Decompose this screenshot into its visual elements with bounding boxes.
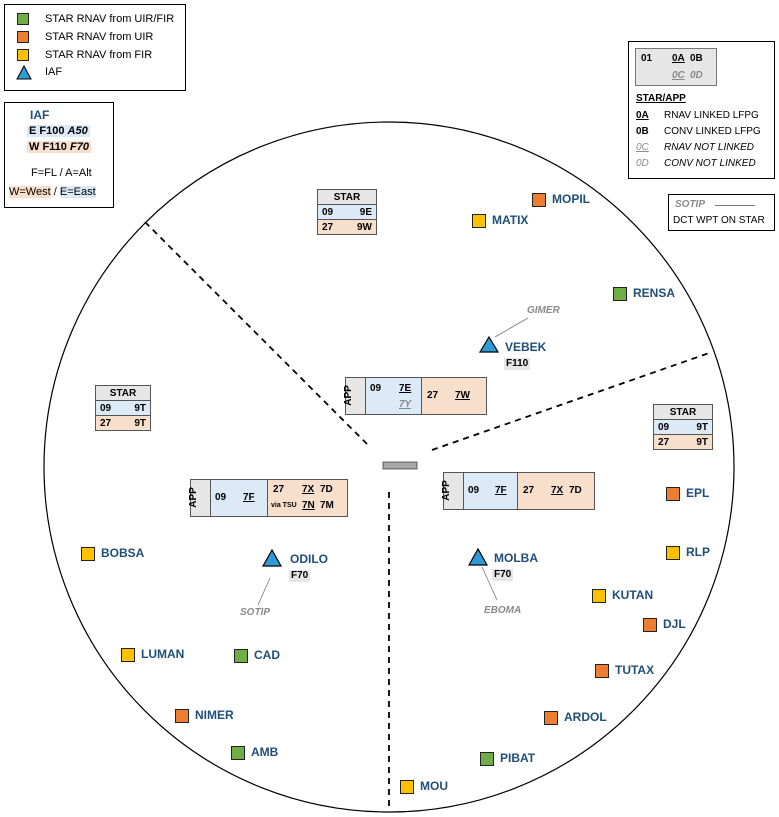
iaf-name-vebek: VEBEK: [505, 340, 547, 354]
waypoint-matix-label: MATIX: [492, 213, 529, 227]
iaf-west-line: W F110 F70: [27, 141, 91, 153]
waypoint-mou-square-icon: [400, 780, 414, 794]
waypoint-rensa-label: RENSA: [633, 286, 676, 300]
iaf-east-line: E F100 A50: [27, 125, 90, 137]
green-square-icon: [17, 13, 29, 25]
waypoint-amb-label: AMB: [251, 745, 279, 759]
eboma-leader: [481, 566, 498, 601]
waypoint-ardol-square-icon: [544, 711, 558, 725]
dct-wpt-gimer: GIMER: [527, 305, 560, 316]
waypoint-tutax-label: TUTAX: [615, 663, 655, 677]
waypoint-tutax-square-icon: [595, 664, 609, 678]
west-east-note: W=West / E=East: [9, 186, 96, 198]
waypoint-epl-label: EPL: [686, 486, 710, 500]
waypoint-bobsa-label: BOBSA: [101, 546, 145, 560]
iaf-level-vebek: F110: [504, 358, 531, 370]
waypoint-rlp-square-icon: [666, 546, 680, 560]
sotip-leader: [257, 577, 271, 606]
dct-wpt-sotip: SOTIP: [240, 607, 271, 618]
gimer-leader: [494, 317, 529, 338]
iaf-name-molba: MOLBA: [494, 551, 538, 565]
iaf-triangle-icon: [16, 65, 32, 80]
iaf-triangle-molba: [467, 547, 489, 566]
tma-circle: [43, 121, 735, 813]
legend-box: STAR RNAV from UIR/FIR STAR RNAV from UI…: [4, 4, 186, 91]
waypoint-kutan-square-icon: [592, 589, 606, 603]
waypoint-cad-square-icon: [234, 649, 248, 663]
app-table-east: APP 09 7F 27 7X 7D: [441, 472, 595, 510]
waypoint-mou-label: MOU: [420, 779, 448, 793]
code-legend-header: STAR/APP: [636, 93, 686, 104]
iaf-level-molba: F70: [492, 569, 514, 581]
fl-alt-note: F=FL / A=Alt: [31, 167, 92, 179]
waypoint-kutan-label: KUTAN: [612, 588, 654, 602]
airport-runway: [382, 461, 418, 470]
waypoint-cad-label: CAD: [254, 648, 280, 662]
yellow-square-icon: [17, 49, 29, 61]
waypoint-amb-square-icon: [231, 746, 245, 760]
waypoint-pibat-square-icon: [480, 752, 494, 766]
iaf-triangle-odilo: [261, 548, 283, 567]
waypoint-nimer-square-icon: [175, 709, 189, 723]
iaf-name-odilo: ODILO: [290, 552, 328, 566]
iaf-legend-box: IAF E F100 A50 W F110 F70 F=FL / A=Alt W…: [4, 102, 114, 208]
waypoint-rensa-square-icon: [613, 287, 627, 301]
waypoint-pibat-label: PIBAT: [500, 751, 536, 765]
waypoint-matix-square-icon: [472, 214, 486, 228]
waypoint-luman-square-icon: [121, 648, 135, 662]
waypoint-djl-square-icon: [643, 618, 657, 632]
waypoint-mopil-square-icon: [532, 193, 546, 207]
waypoint-ardol-label: ARDOL: [564, 710, 607, 724]
code-example: 01 0A 0B 0C 0D: [635, 48, 717, 86]
dct-legend-desc: DCT WPT ON STAR: [673, 215, 765, 226]
sector-line-ne: [431, 351, 713, 451]
waypoint-rlp-label: RLP: [686, 545, 710, 559]
app-table-north: APP 09 7E 7Y 27 7W: [343, 377, 487, 415]
waypoint-epl-square-icon: [666, 487, 680, 501]
waypoint-bobsa-square-icon: [81, 547, 95, 561]
waypoint-mopil-label: MOPIL: [552, 192, 590, 206]
sector-line-nw: [144, 221, 369, 446]
app-table-west: APP 09 7F 27 7X 7D via TSU 7N 7M: [188, 479, 348, 517]
iaf-level-odilo: F70: [289, 570, 311, 582]
dct-example-name: SOTIP: [675, 199, 706, 210]
iaf-title: IAF: [30, 108, 50, 122]
waypoint-djl-label: DJL: [663, 617, 686, 631]
dct-example-line: [715, 205, 755, 206]
dct-wpt-eboma: EBOMA: [484, 605, 522, 616]
orange-square-icon: [17, 31, 29, 43]
iaf-triangle-vebek: [478, 335, 500, 353]
waypoint-luman-label: LUMAN: [141, 647, 185, 661]
dct-legend-box: SOTIP DCT WPT ON STAR: [668, 194, 775, 231]
waypoint-nimer-label: NIMER: [195, 708, 234, 722]
